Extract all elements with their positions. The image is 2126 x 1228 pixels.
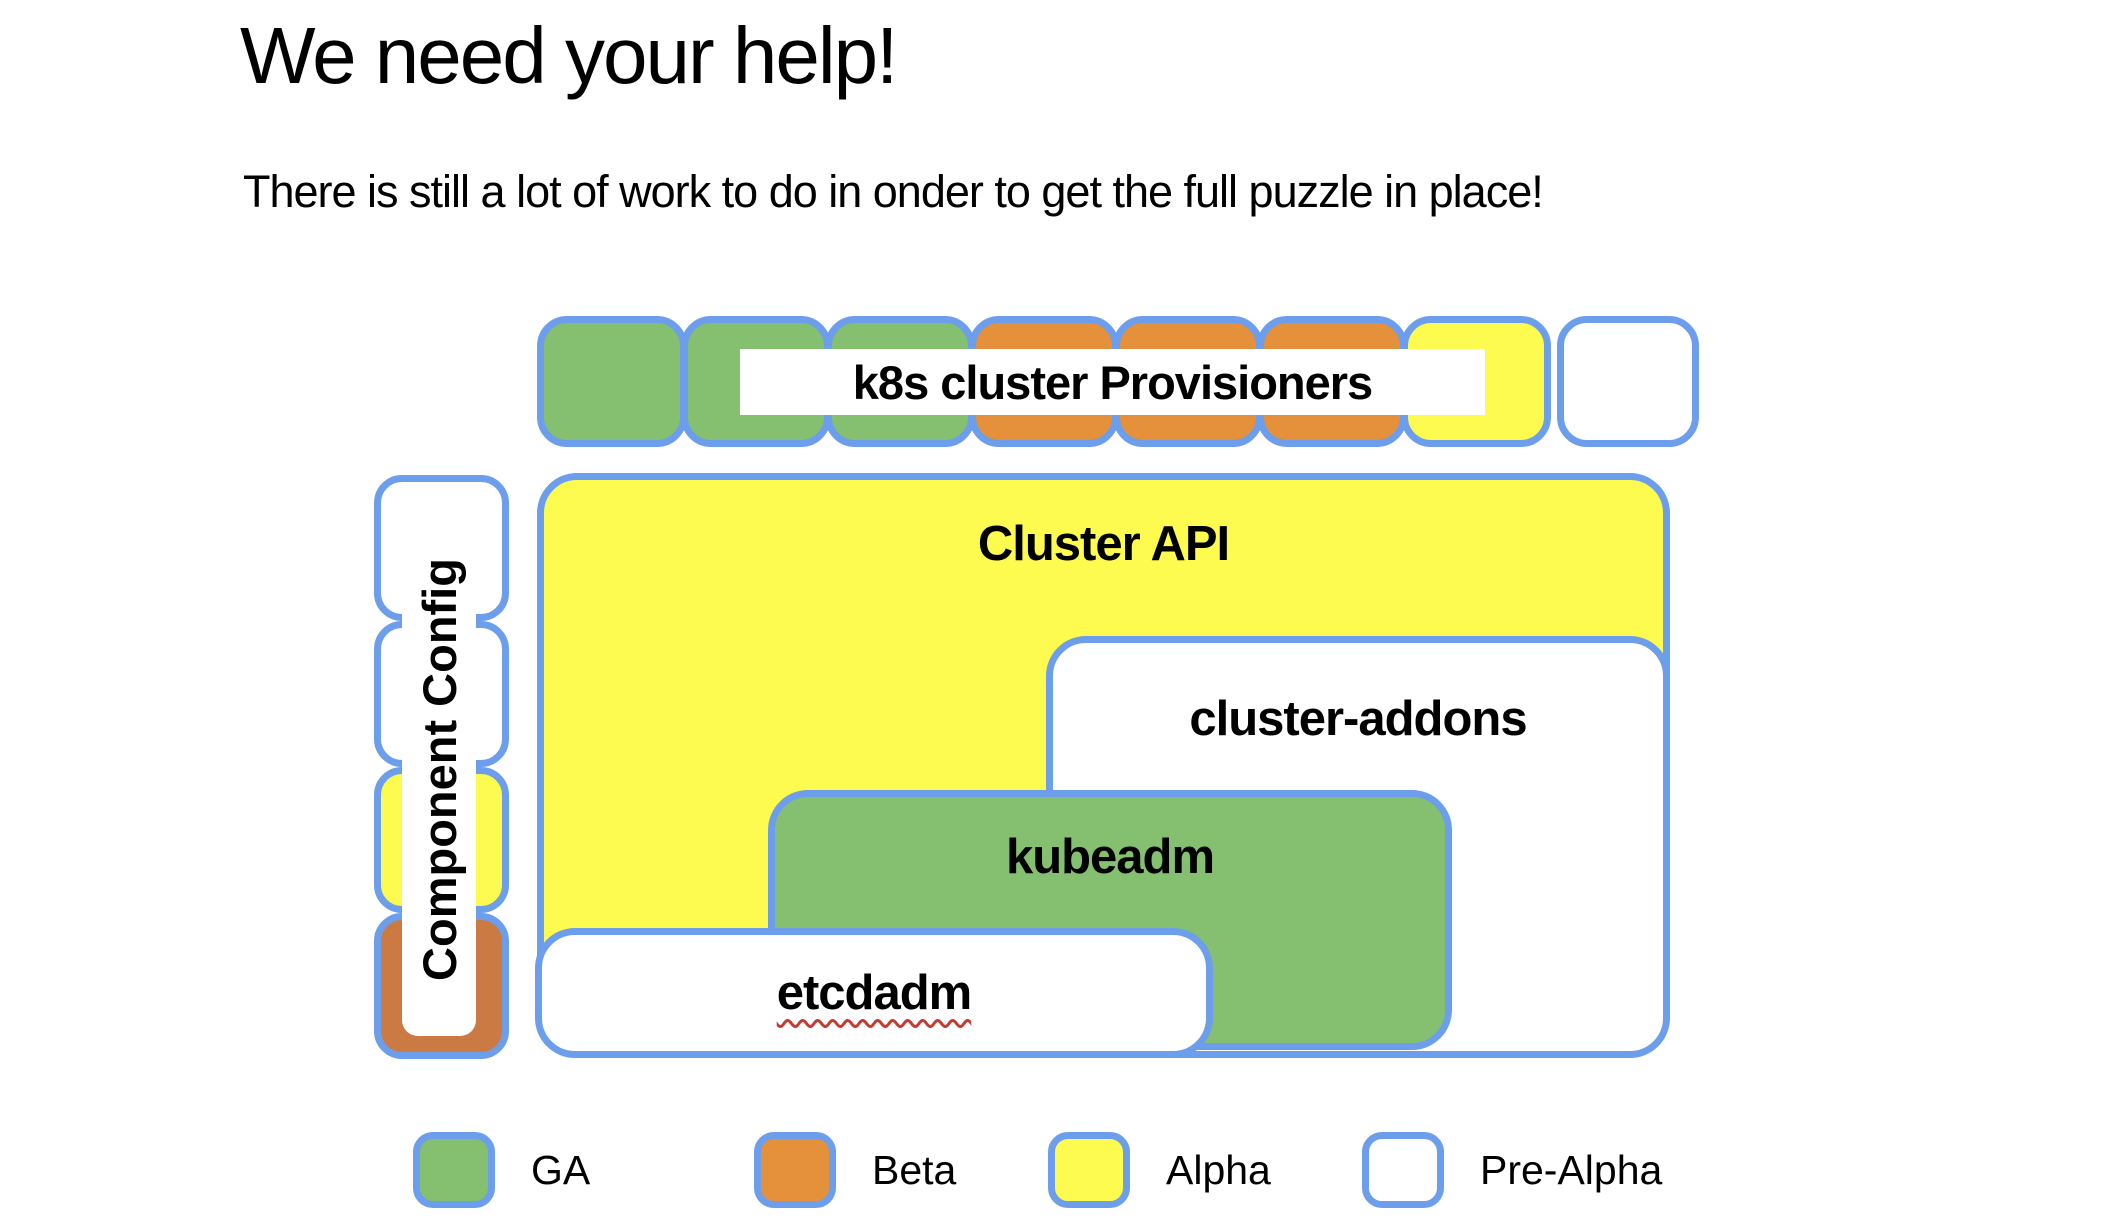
box-kubeadm-label: kubeadm <box>1005 830 1215 884</box>
legend-swatch-pre_alpha <box>1362 1132 1444 1208</box>
legend-label: Alpha <box>1166 1146 1271 1193</box>
provisioner-square-pre_alpha <box>1557 316 1699 447</box>
legend-item-pre-alpha: Pre-Alpha <box>1362 1132 1662 1208</box>
provisioners-label-band: k8s cluster Provisioners <box>740 349 1485 415</box>
box-cluster-addons-label: cluster-addons <box>1189 692 1527 746</box>
component-config-label: Component Config <box>412 557 466 981</box>
component-config-label-box: Component Config <box>402 502 476 1036</box>
legend-swatch-ga <box>413 1132 495 1208</box>
legend-label: GA <box>531 1146 591 1193</box>
legend-item-beta: Beta <box>754 1132 956 1208</box>
legend-item-alpha: Alpha <box>1048 1132 1271 1208</box>
page-subtitle: There is still a lot of work to do in on… <box>243 166 1544 217</box>
legend-item-ga: GA <box>413 1132 590 1208</box>
box-etcdadm: etcdadm <box>535 928 1213 1058</box>
legend-label: Beta <box>872 1146 957 1193</box>
legend-label: Pre-Alpha <box>1480 1146 1663 1193</box>
legend-swatch-alpha <box>1048 1132 1130 1208</box>
provisioner-square-ga <box>537 316 687 447</box>
box-cluster-api-label: Cluster API <box>977 517 1230 571</box>
provisioners-label: k8s cluster Provisioners <box>852 355 1373 409</box>
legend-swatch-beta <box>754 1132 836 1208</box>
box-etcdadm-label: etcdadm <box>776 966 973 1020</box>
page-title: We need your help! <box>240 11 898 100</box>
